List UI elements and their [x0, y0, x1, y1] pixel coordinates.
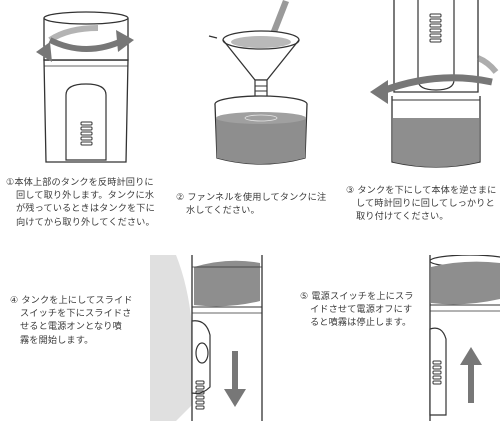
step-text-line: タンクを下にして本体を逆さまに [357, 185, 497, 196]
step-text-line: ると噴霧は停止します。 [310, 317, 412, 329]
instruction-step-3: ③ タンクを下にして本体を逆さまに して時計回りに回してしっかりと 取り付けてく… [346, 184, 496, 224]
step-text-line: 水してください。 [186, 205, 260, 217]
illustration-remove-tank [36, 11, 134, 163]
instruction-step-2: ② ファンネルを使用してタンクに注 水してください。 [176, 191, 326, 217]
instruction-step-4: ④ タンクを上にしてスライド スイッチを下にスライドさ せると電源オンとなり噴 … [10, 294, 133, 347]
step-number: ② [176, 192, 185, 203]
step-text-line: 取り付けてください。 [356, 211, 449, 223]
step-number: ④ [10, 295, 19, 306]
step-number: ③ [346, 185, 355, 196]
step-text-line: 向けてから取り外してください。 [16, 216, 155, 228]
illustration-power-on [150, 255, 263, 421]
illustration-power-off [429, 255, 500, 421]
step-text-line: せると電源オンとなり噴 [20, 321, 122, 333]
instruction-step-5: ⑤ 電源スイッチを上にスラ イドさせて電源オフにす ると噴霧は停止します。 [300, 290, 414, 330]
step-text-line: スイッチを下にスライドさ [20, 308, 132, 320]
step-text-line: 回して取り外します。タンクに水 [16, 190, 155, 202]
step-text-line: イドさせて電源オフにす [310, 304, 413, 316]
step-text-line: ファンネルを使用してタンクに注 [187, 192, 327, 203]
step-number: ⑤ [300, 291, 309, 302]
illustration-fill-water [208, 0, 308, 165]
instruction-step-1: ①本体上部のタンクを反時計回りに 回して取り外します。タンクに水 が残っていると… [6, 176, 155, 229]
step-text-line: して時計回りに回してしっかりと [356, 198, 495, 210]
step-text-line: が残っているときはタンクを下に [16, 203, 155, 215]
step-text-line: 電源スイッチを上にスラ [311, 291, 414, 302]
step-text-line: タンクを上にしてスライド [21, 295, 133, 306]
illustration-attach-tank [370, 0, 499, 168]
step-number: ① [6, 177, 15, 188]
step-text-line: 本体上部のタンクを反時計回りに [14, 177, 154, 188]
step-text-line: 霧を開始します。 [20, 334, 94, 346]
